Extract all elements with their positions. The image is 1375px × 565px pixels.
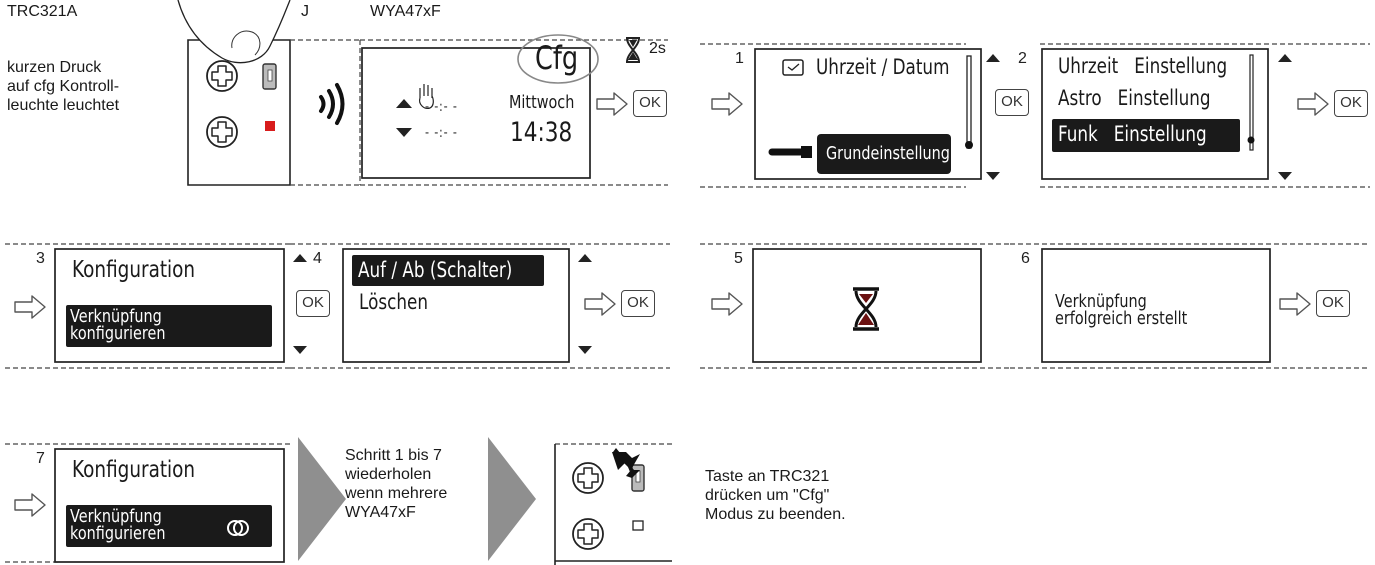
hourglass-icon [625, 37, 641, 63]
repeat-instruction: Schritt 1 bis 7 wiederholen wenn mehrere… [345, 447, 448, 521]
funk-einstellung-label: Funk Einstellung [1058, 122, 1207, 146]
step-number-3: 3 [36, 250, 45, 267]
step-number-5: 5 [734, 250, 743, 267]
ok-button-step1[interactable]: OK [995, 89, 1029, 116]
step-2-arrow-icon [1297, 92, 1329, 116]
marker-j: J [301, 3, 309, 20]
menu-item-auf-ab-selected[interactable]: Auf / Ab (Schalter) [352, 255, 544, 286]
exit-instruction: Taste an TRC321 drücken um "Cfg" Modus z… [705, 468, 846, 523]
down-triangle-icon [396, 128, 412, 137]
grundeinstellung-label: Grundeinstellung [826, 143, 950, 164]
remote-device-bottom [554, 443, 672, 565]
red-led-icon [265, 121, 275, 131]
link-rings-icon-overlay [227, 520, 249, 536]
weekday-label: Mittwoch [509, 92, 575, 113]
receiver-display-frame [361, 47, 591, 179]
step-number-6: 6 [1021, 250, 1030, 267]
time-placeholder-2: - -:- - [425, 125, 458, 141]
ok-button-step2[interactable]: OK [1334, 90, 1368, 117]
clock-icon [782, 59, 804, 76]
menu-item-verknuepfung-7-selected[interactable]: Verknüpfung konfigurieren [66, 505, 272, 547]
chevron-right-icon [298, 437, 346, 561]
up-triangle-icon [396, 99, 412, 108]
cfg-label: Cfg [535, 39, 579, 77]
ok-button[interactable]: OK [633, 90, 667, 117]
step-number-7: 7 [36, 450, 45, 467]
led-off-icon [632, 520, 644, 531]
verknuepfung-7-label: Verknüpfung konfigurieren [70, 506, 166, 544]
radio-signal-icon [319, 83, 345, 125]
cfg-highlight-circle [517, 34, 599, 84]
remote-label: TRC321A [7, 3, 78, 20]
time-placeholder-1: - -:- - [425, 99, 458, 115]
step-1-arrow-icon [711, 92, 743, 116]
step-number-4: 4 [313, 250, 322, 267]
menu-item-funk-selected[interactable]: Funk Einstellung [1052, 119, 1240, 152]
success-message: Verknüpfung erfolgreich erstellt [1055, 291, 1188, 329]
hold-time-label: 2s [649, 40, 666, 57]
step-number-1: 1 [735, 50, 744, 67]
verknuepfung-label: Verknüpfung konfigurieren [70, 306, 166, 344]
instruction-text: kurzen Druck auf cfg Kontroll- leuchte l… [7, 59, 120, 114]
ok-button-step6[interactable]: OK [1316, 290, 1350, 317]
menu-item-grundeinstellung-selected[interactable]: Grundeinstellung [817, 134, 951, 174]
konfiguration-title-7: Konfiguration [72, 457, 196, 483]
arrow-right-icon [596, 92, 628, 116]
konfiguration-title: Konfiguration [72, 257, 196, 283]
menu-item-loeschen[interactable]: Löschen [359, 290, 428, 314]
step-number-2: 2 [1018, 50, 1027, 67]
hourglass-large-icon [853, 287, 879, 331]
receiver-label: WYA47xF [370, 3, 441, 20]
ok-button-step4[interactable]: OK [621, 290, 655, 317]
menu-item-astro-einstellung[interactable]: Astro Einstellung [1058, 86, 1211, 110]
menu-item-uhrzeit-datum[interactable]: Uhrzeit / Datum [816, 55, 950, 79]
hand-icon [419, 84, 434, 109]
remote-device-top [177, 0, 360, 186]
menu-item-verknuepfung-selected[interactable]: Verknüpfung konfigurieren [66, 305, 272, 347]
ok-button-step3[interactable]: OK [296, 290, 330, 317]
auf-ab-label: Auf / Ab (Schalter) [358, 258, 513, 282]
menu-item-uhrzeit-einstellung[interactable]: Uhrzeit Einstellung [1058, 54, 1228, 78]
time-label: 14:38 [510, 117, 573, 148]
chevron-right-icon-2 [488, 437, 536, 561]
